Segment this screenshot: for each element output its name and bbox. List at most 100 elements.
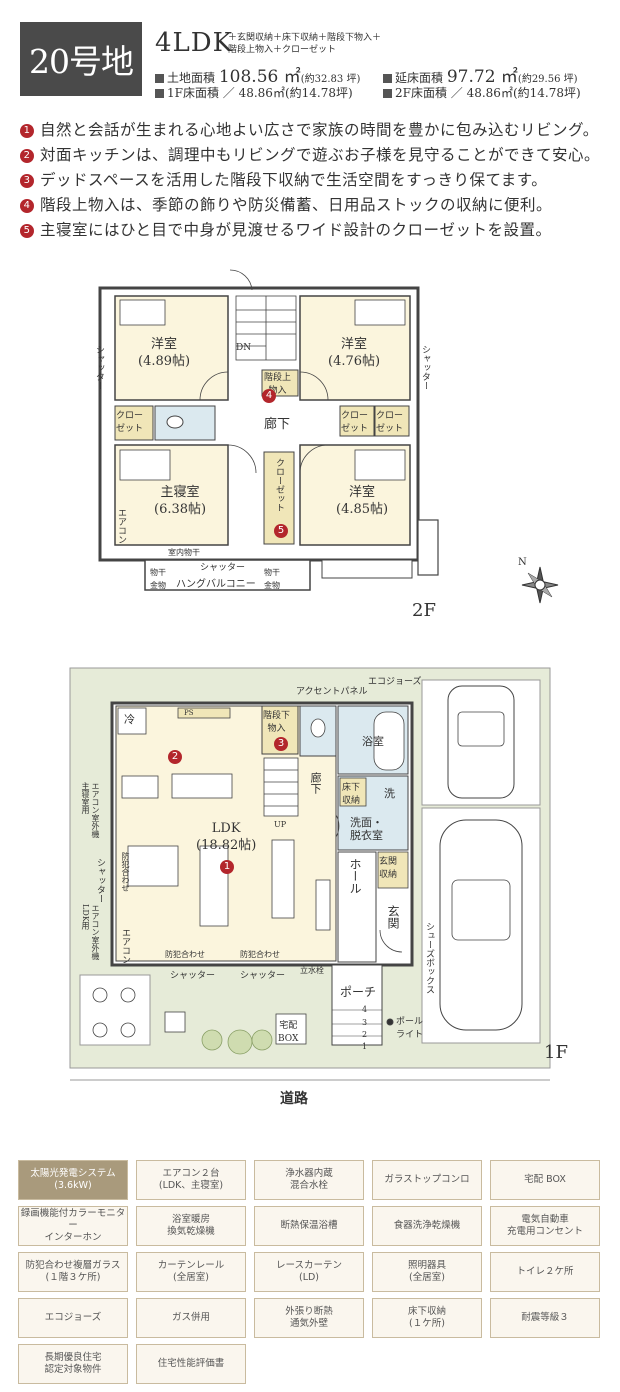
closet-label: クロー ゼット bbox=[341, 411, 369, 434]
room-ne-label: 洋室 (4.76帖) bbox=[328, 337, 381, 369]
shoes-box-label: シューズボックス bbox=[424, 922, 434, 994]
step-number: 1 bbox=[362, 1042, 368, 1051]
compass-icon bbox=[521, 566, 559, 604]
shutter-label: シャッター bbox=[94, 345, 104, 390]
square-bullet-icon bbox=[383, 74, 392, 83]
walk-in-closet-label: クローゼット bbox=[274, 458, 284, 512]
floor1-plan bbox=[69, 667, 551, 1081]
layout-type: 4LDK bbox=[155, 28, 234, 58]
equipment-item: 電気自動車 充電用コンセント bbox=[490, 1206, 600, 1246]
washroom-label: 洗面・ 脱衣室 bbox=[350, 816, 383, 842]
equipment-item: ガラストップコンロ bbox=[372, 1160, 482, 1200]
indoor-dry-label: 室内物干 bbox=[168, 548, 200, 557]
land-area: 土地面積 108.56 ㎡(約32.83 坪) bbox=[155, 62, 360, 87]
ldk-label: LDK (18.82帖) bbox=[196, 821, 257, 853]
stair-down-label: DN bbox=[236, 343, 252, 353]
room-nw-label: 洋室 (4.89帖) bbox=[138, 337, 191, 369]
bathroom-label: 浴室 bbox=[362, 735, 384, 748]
shutter-label: シャッター bbox=[200, 563, 246, 573]
aircon-label: エアコン bbox=[120, 928, 130, 964]
equipment-grid: 太陽光発電システム (3.6kW) エアコン２台 (LDK、主寝室) 浄水器内蔵… bbox=[18, 1160, 604, 1384]
entrance-label: 玄関 bbox=[386, 905, 400, 929]
aircon-label: エアコン bbox=[116, 508, 126, 544]
equipment-item: 断熱保温浴槽 bbox=[254, 1206, 364, 1246]
entrance-storage-label: 玄関 収納 bbox=[379, 857, 398, 880]
hall-label: ホール bbox=[348, 858, 362, 894]
upper-storage-label: 階段上 物入 bbox=[264, 373, 292, 396]
step-number: 4 bbox=[362, 1005, 368, 1014]
equipment-item: 宅配 BOX bbox=[490, 1160, 600, 1200]
crime-glass-label: 防犯合わせ bbox=[121, 852, 130, 892]
stair-up-label: UP bbox=[274, 820, 287, 829]
washer-label: 洗 bbox=[384, 787, 395, 800]
shutter-label: シャッター bbox=[240, 971, 286, 981]
crime-glass-label: 防犯合わせ bbox=[165, 950, 205, 959]
delivery-box-label: 宅配 BOX bbox=[278, 1021, 299, 1044]
hallway-1f-label: 廊下 bbox=[309, 772, 322, 794]
floor-2f-label: 2F bbox=[412, 600, 436, 621]
equipment-item: 外張り断熱 通気外壁 bbox=[254, 1298, 364, 1338]
equipment-item: トイレ２ケ所 bbox=[490, 1252, 600, 1292]
square-bullet-icon bbox=[155, 74, 164, 83]
aircon-unit-label: エアコン室外機 LDK用 bbox=[81, 904, 100, 960]
equipment-item: 太陽光発電システム (3.6kW) bbox=[18, 1160, 128, 1200]
understair-storage-label: 階段下 物入 bbox=[263, 711, 291, 734]
balcony-label: ハングバルコニー bbox=[176, 579, 256, 590]
equipment-item: 浄水器内蔵 混合水栓 bbox=[254, 1160, 364, 1200]
hanger-label: 物干 金物 bbox=[150, 568, 166, 590]
equipment-item: レースカーテン (LD) bbox=[254, 1252, 364, 1292]
closet-label: クロー ゼット bbox=[376, 411, 404, 434]
equipment-item: エコジョーズ bbox=[18, 1298, 128, 1338]
equipment-item: 住宅性能評価書 bbox=[136, 1344, 246, 1384]
pole-light-label: ポール ライト bbox=[396, 1017, 424, 1040]
faucet-label: 立水栓 bbox=[300, 966, 324, 975]
aircon-unit-label: エアコン室外機 主寝室用 bbox=[81, 782, 100, 838]
fridge-label: 冷 bbox=[124, 713, 135, 726]
ecojoes-label: エコジョーズ bbox=[368, 677, 422, 687]
hallway-2f-label: 廊下 bbox=[264, 417, 291, 432]
ps-label: PS bbox=[184, 709, 194, 717]
floor1-area: 1F床面積 ／ 48.86㎡(約14.78坪) bbox=[155, 84, 353, 101]
equipment-item: 床下収納 (１ケ所) bbox=[372, 1298, 482, 1338]
crime-glass-label: 防犯合わせ bbox=[240, 950, 280, 959]
equipment-item: 防犯合わせ複層ガラス (１階３ケ所) bbox=[18, 1252, 128, 1292]
square-bullet-icon bbox=[155, 89, 164, 98]
step-number: 3 bbox=[362, 1018, 368, 1027]
compass-north-label: N bbox=[518, 557, 527, 568]
road-label: 道路 bbox=[280, 1091, 308, 1107]
marker-3: 3 bbox=[274, 737, 288, 751]
hanger-label: 物干 金物 bbox=[264, 568, 280, 590]
equipment-item: カーテンレール (全居室) bbox=[136, 1252, 246, 1292]
closet-label: クロー ゼット bbox=[116, 411, 144, 434]
marker-2: 2 bbox=[168, 750, 182, 764]
porch-label: ポーチ bbox=[340, 985, 377, 999]
equipment-item: 食器洗浄乾燥機 bbox=[372, 1206, 482, 1246]
room-se-label: 洋室 (4.85帖) bbox=[336, 485, 389, 517]
step-number: 2 bbox=[362, 1030, 368, 1039]
equipment-item: 長期優良住宅 認定対象物件 bbox=[18, 1344, 128, 1384]
total-floor-area: 延床面積 97.72 ㎡(約29.56 坪) bbox=[383, 62, 578, 87]
lot-number: 20号地 bbox=[20, 22, 142, 96]
equipment-item: 耐震等級３ bbox=[490, 1298, 600, 1338]
layout-extras: ＋玄関収納＋床下収納＋階段下物入＋階段上物入＋クローゼット bbox=[228, 33, 382, 55]
master-bedroom-label: 主寝室 (6.38帖) bbox=[154, 485, 207, 517]
equipment-item: 照明器具 (全居室) bbox=[372, 1252, 482, 1292]
accent-panel-label: アクセントパネル bbox=[296, 687, 368, 697]
marker-4: 4 bbox=[262, 389, 276, 403]
shutter-label: シャッター bbox=[170, 971, 216, 981]
marker-1: 1 bbox=[220, 860, 234, 874]
shutter-label: シャッター bbox=[420, 345, 430, 390]
shutter-label: シャッター bbox=[95, 858, 105, 903]
equipment-item: エアコン２台 (LDK、主寝室) bbox=[136, 1160, 246, 1200]
floor2-plan bbox=[98, 269, 439, 591]
marker-5: 5 bbox=[274, 524, 288, 538]
floor-1f-label: 1F bbox=[544, 1042, 568, 1063]
underfloor-storage-label: 床下 収納 bbox=[342, 783, 361, 806]
equipment-item: ガス併用 bbox=[136, 1298, 246, 1338]
equipment-item: 録画機能付カラーモニター インターホン bbox=[18, 1206, 128, 1246]
